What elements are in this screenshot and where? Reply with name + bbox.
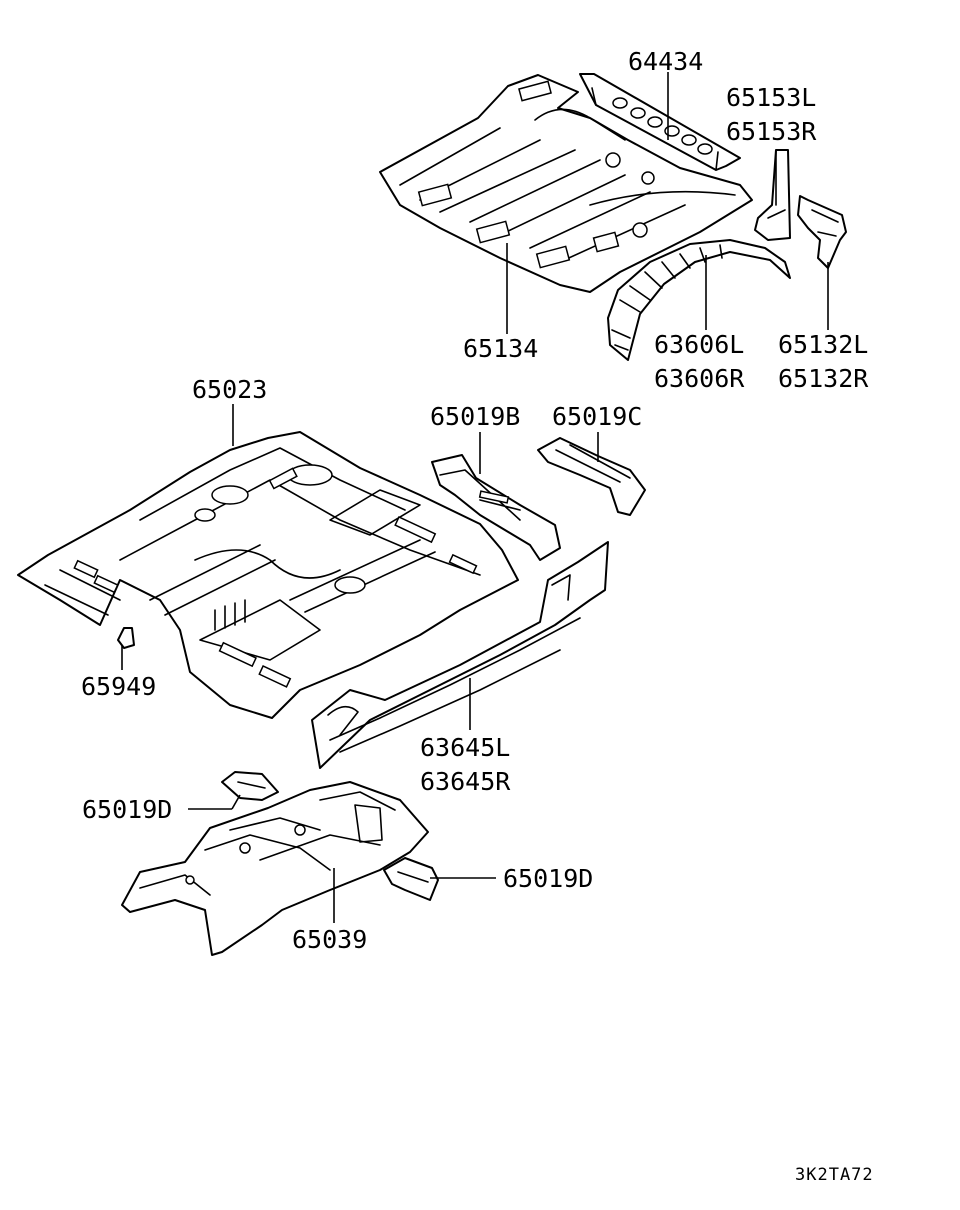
part-side-sill bbox=[311, 541, 609, 769]
callout-65039: 65039 bbox=[292, 925, 367, 954]
callout-65134-label: 65134 bbox=[463, 334, 538, 363]
part-bracket-65019d-right bbox=[383, 857, 439, 901]
part-main-floor-pan bbox=[17, 431, 519, 719]
callout-65132l-label: 65132L bbox=[778, 330, 868, 359]
callout-65019d-right-label: 65019D bbox=[503, 864, 593, 893]
part-bracket-65132 bbox=[797, 195, 847, 269]
callout-65153l-label: 65153L bbox=[726, 83, 816, 112]
callout-65039-label: 65039 bbox=[292, 925, 367, 954]
part-crossmember-65019c bbox=[537, 437, 646, 516]
callout-63606l-label: 63606L bbox=[654, 330, 744, 359]
diagram-id: 3K2TA72 bbox=[795, 1165, 874, 1185]
callout-63606r-label: 63606R bbox=[654, 364, 745, 393]
callout-65019c: 65019C bbox=[552, 402, 642, 431]
callout-64434: 64434 bbox=[628, 47, 703, 76]
callout-65153: 65153L 65153R bbox=[726, 83, 817, 146]
callout-65023: 65023 bbox=[192, 375, 267, 404]
callout-65019b: 65019B bbox=[430, 402, 520, 431]
part-rear-panel bbox=[579, 73, 741, 171]
leader-lines bbox=[121, 72, 829, 923]
part-bracket-65019d-top bbox=[221, 771, 279, 801]
callout-65134: 65134 bbox=[463, 334, 538, 363]
part-floor-65039 bbox=[121, 781, 429, 956]
callout-65132r-label: 65132R bbox=[778, 364, 869, 393]
callout-65949: 65949 bbox=[81, 672, 156, 701]
callout-63645r-label: 63645R bbox=[420, 767, 511, 796]
part-rear-floor-pan bbox=[379, 74, 753, 293]
part-wheel-house bbox=[607, 239, 791, 361]
part-bracket-65153 bbox=[754, 149, 791, 241]
callout-63645: 63645L 63645R bbox=[420, 733, 511, 796]
part-crossmember-65019b bbox=[431, 454, 561, 561]
callout-65019d-right: 65019D bbox=[503, 864, 593, 893]
callout-65153r-label: 65153R bbox=[726, 117, 817, 146]
callout-65019c-label: 65019C bbox=[552, 402, 642, 431]
callout-65132: 65132L 65132R bbox=[778, 330, 869, 393]
callout-65019d-left: 65019D bbox=[82, 795, 172, 824]
callout-63606: 63606L 63606R bbox=[654, 330, 745, 393]
callout-65023-label: 65023 bbox=[192, 375, 267, 404]
callout-64434-label: 64434 bbox=[628, 47, 703, 76]
part-bracket-65949 bbox=[117, 627, 135, 649]
callout-65949-label: 65949 bbox=[81, 672, 156, 701]
callout-65019d-left-label: 65019D bbox=[82, 795, 172, 824]
callout-65019b-label: 65019B bbox=[430, 402, 520, 431]
callout-63645l-label: 63645L bbox=[420, 733, 510, 762]
